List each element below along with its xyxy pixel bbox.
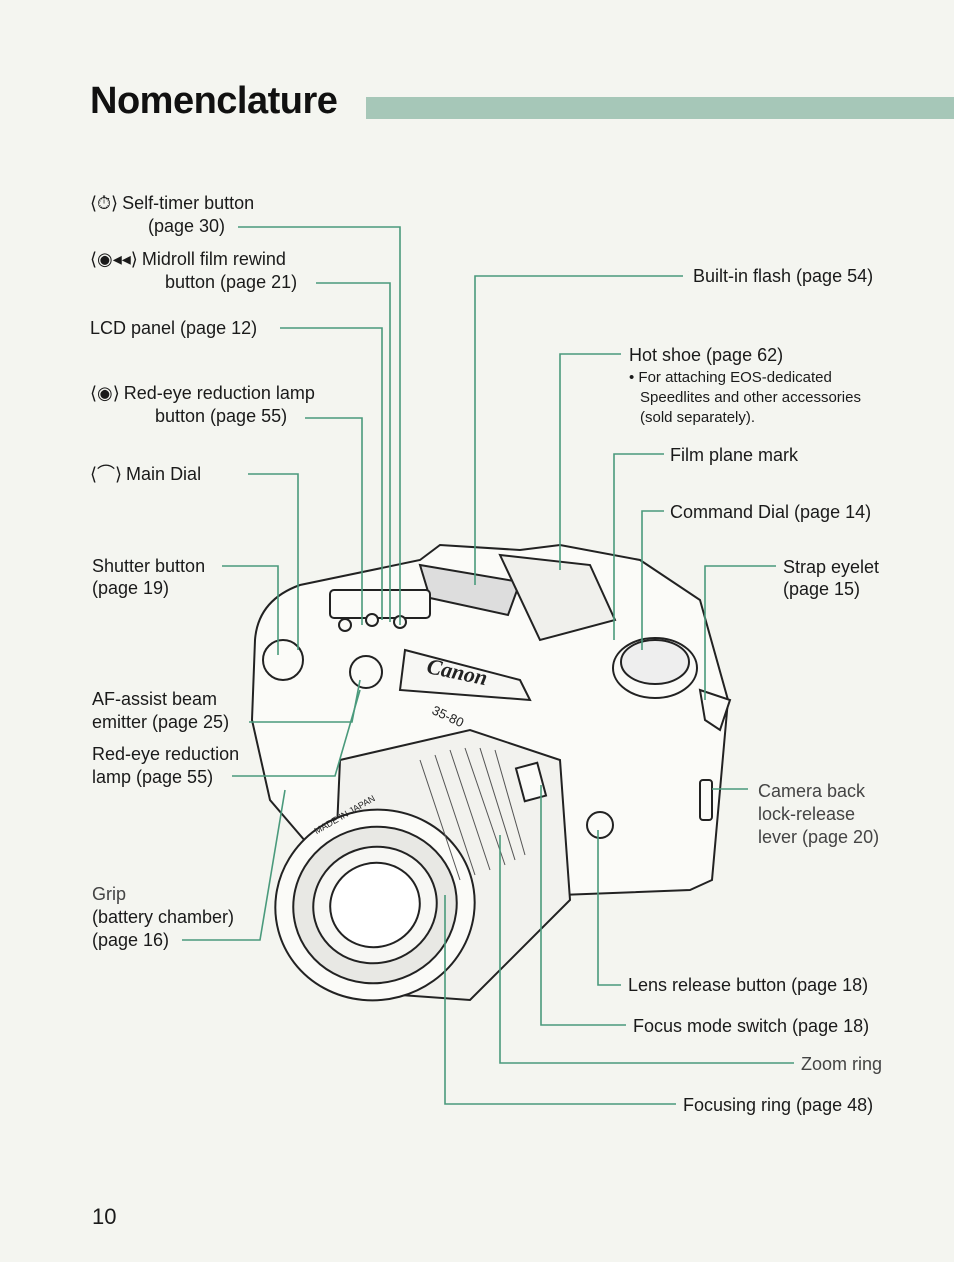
- page-number: 10: [92, 1204, 117, 1229]
- page-title: Nomenclature: [90, 80, 338, 122]
- self-timer-icon: ⟨⏱⟩: [90, 193, 119, 213]
- focusing-ring-label: Focusing ring (page 48): [683, 1095, 874, 1115]
- camera-back-label: Camera back: [758, 781, 866, 801]
- lens-release-label: Lens release button (page 18): [628, 975, 869, 995]
- shutter-label: Shutter button: [92, 556, 206, 576]
- self-timer-label: ⟨⏱⟩Self-timer button: [90, 193, 255, 213]
- grip-label: Grip: [92, 884, 127, 904]
- redeye-button-label: ⟨◉⟩Red-eye reduction lamp: [90, 383, 315, 403]
- hot-shoe-note-3: (sold separately).: [640, 409, 756, 426]
- camera-back-detail: lock-release: [758, 804, 856, 824]
- hot-shoe-note-2: Speedlites and other accessories: [640, 389, 861, 406]
- flash-label: Built-in flash (page 54): [693, 266, 874, 286]
- strap-eyelet-page: (page 15): [783, 579, 861, 599]
- redeye-button-page: button (page 55): [155, 406, 288, 426]
- redeye-lamp-page: lamp (page 55): [92, 767, 214, 787]
- main-dial-label: ⟨⌒⟩Main Dial: [90, 464, 202, 484]
- zoom-ring-label: Zoom ring: [801, 1054, 883, 1074]
- command-dial-label: Command Dial (page 14): [670, 502, 872, 522]
- af-assist-page: emitter (page 25): [92, 712, 230, 732]
- lens-illustration: [274, 728, 572, 1002]
- midroll-rewind-icon: ⟨◉◂◂⟩: [90, 249, 138, 269]
- leader-lines: [182, 226, 794, 1105]
- strap-eyelet-label: Strap eyelet: [783, 557, 880, 577]
- redeye-lamp-label: Red-eye reduction: [92, 744, 240, 764]
- midroll-label: ⟨◉◂◂⟩Midroll film rewind: [90, 249, 286, 269]
- grip-detail: (battery chamber): [92, 907, 235, 927]
- camera-back-page: lever (page 20): [758, 827, 880, 847]
- af-assist-label: AF-assist beam: [92, 689, 218, 709]
- redeye-icon: ⟨◉⟩: [90, 383, 120, 403]
- self-timer-page: (page 30): [148, 216, 226, 236]
- grip-page: (page 16): [92, 930, 170, 950]
- hot-shoe-note-1: • For attaching EOS-dedicated: [629, 369, 832, 386]
- midroll-page: button (page 21): [165, 272, 298, 292]
- shutter-page: (page 19): [92, 578, 170, 598]
- title-accent-bar: [366, 97, 954, 119]
- lcd-panel-label: LCD panel (page 12): [90, 318, 258, 338]
- film-plane-label: Film plane mark: [670, 445, 799, 465]
- main-dial-icon: ⟨⌒⟩: [90, 464, 123, 484]
- hot-shoe-label: Hot shoe (page 62): [629, 345, 784, 365]
- focus-mode-label: Focus mode switch (page 18): [633, 1016, 870, 1036]
